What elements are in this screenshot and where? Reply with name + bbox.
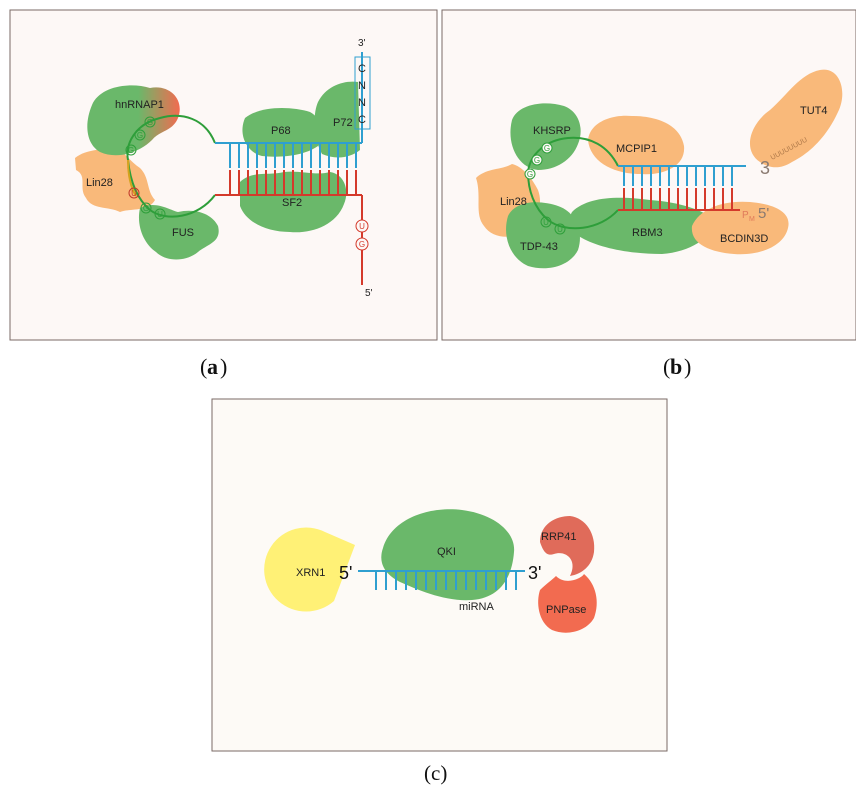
pnpase-label: PNPase [546,604,586,616]
p68-label: P68 [271,125,291,137]
base-pairs-a [229,143,357,195]
b-lin28-u2: U [557,225,563,234]
hnrnap1-label: hnRNAP1 [115,99,164,111]
xrn1-label: XRN1 [296,567,325,579]
five-prime-b: 5' [758,205,769,222]
lin28-strand-a [127,159,137,197]
caption-b: ( b ) [663,354,691,379]
lin28-u2-circle [154,208,166,220]
cnnc-nt-3: N [358,97,366,109]
cnnc-nt-1: C [358,63,366,75]
loop-g3: G [147,118,153,127]
cnnc-nt-2: N [358,80,366,92]
ug-circle-g [355,237,369,251]
pm-label: P [742,210,749,221]
p72-label: P72 [333,117,353,129]
svg-text:(: ( [200,354,207,379]
panel-a: C N N C U G G G G U G U hnRNAP1 Lin28 FU… [9,9,438,341]
lin28-label-a: Lin28 [86,177,113,189]
khsrp-label: KHSRP [533,125,571,137]
lin28-label-b: Lin28 [500,196,527,208]
hnrnap1-protein [87,85,180,156]
rbm3-label: RBM3 [632,227,663,239]
pm-subscript: M [749,216,755,223]
tdp43-protein [506,202,580,269]
cnnc-box [354,56,371,130]
tdp43-label: TDP-43 [520,241,558,253]
qki-protein [381,509,515,601]
b-loop-g2-circle [531,154,543,166]
panel-c: XRN1 QKI RRP41 PNPase miRNA 5' 3' [211,398,668,752]
caption-c: (c) [424,761,447,785]
b-loop-g1: G [527,170,533,179]
ug-nt-g: G [359,240,365,249]
loop-g3-circle [144,116,156,128]
three-prime-b: 3 [760,158,770,178]
cnnc-nt-4: C [358,114,366,126]
b-loop-g2: G [534,156,540,165]
khsrp-protein [510,103,581,170]
five-prime-a: 5' [365,288,373,299]
base-pairs-b [623,166,733,210]
svg-text:): ) [684,354,691,379]
hairpin-loop-a [126,114,216,218]
lin28-u1-circle [128,187,140,199]
bcdin3d-protein [691,201,789,255]
mirna-bases [375,571,517,590]
five-prime-c: 5' [339,563,352,583]
mcpip1-label: MCPIP1 [616,143,657,155]
b-lin28-u1: U [543,218,549,227]
xrn1-protein [264,527,355,612]
mcpip1-protein [588,115,685,175]
ug-circle-u [355,219,369,233]
pnpase-protein [538,574,597,633]
lin28-u2: U [157,210,163,219]
b-loop-g3: G [544,144,550,153]
p68-protein [242,108,321,157]
loop-g1: G [128,146,134,155]
tut4-label: TUT4 [800,105,828,117]
panel-b: UUUUUUUU G G G U U KHSRP MCPIP1 TUT4 Lin… [441,9,856,341]
bcdin3d-label: BCDIN3D [720,233,768,245]
b-loop-g3-circle [541,142,553,154]
three-prime-c: 3' [528,563,541,583]
loop-g2-circle [134,129,146,141]
b-loop-g1-circle [524,168,536,180]
caption-b-letter: b [670,354,682,379]
rrp41-protein [540,516,595,576]
loop-g2: G [137,131,143,140]
caption-a: ( a ) [200,354,227,379]
lin28-g-circle [140,202,152,214]
qki-label: QKI [437,546,456,558]
loop-g1-circle [125,144,137,156]
lin28-u1: U [131,189,137,198]
svg-text:(: ( [663,354,670,379]
caption-a-letter: a [207,354,218,379]
panel-a-frame [9,9,438,341]
p72-protein [314,81,360,158]
b-lin28-u2-circle [554,223,566,235]
three-prime-a: 3' [358,38,366,49]
rbm3-protein [569,197,716,254]
mirna-label: miRNA [459,601,494,613]
ug-nt-u: U [359,222,365,231]
sf2-label: SF2 [282,197,302,209]
fus-label: FUS [172,227,194,239]
b-lin28-u1-circle [540,216,552,228]
tut4-protein [749,69,843,168]
rrp41-label: RRP41 [541,531,576,543]
svg-text:): ) [220,354,227,379]
lin28-g: G [143,204,149,213]
